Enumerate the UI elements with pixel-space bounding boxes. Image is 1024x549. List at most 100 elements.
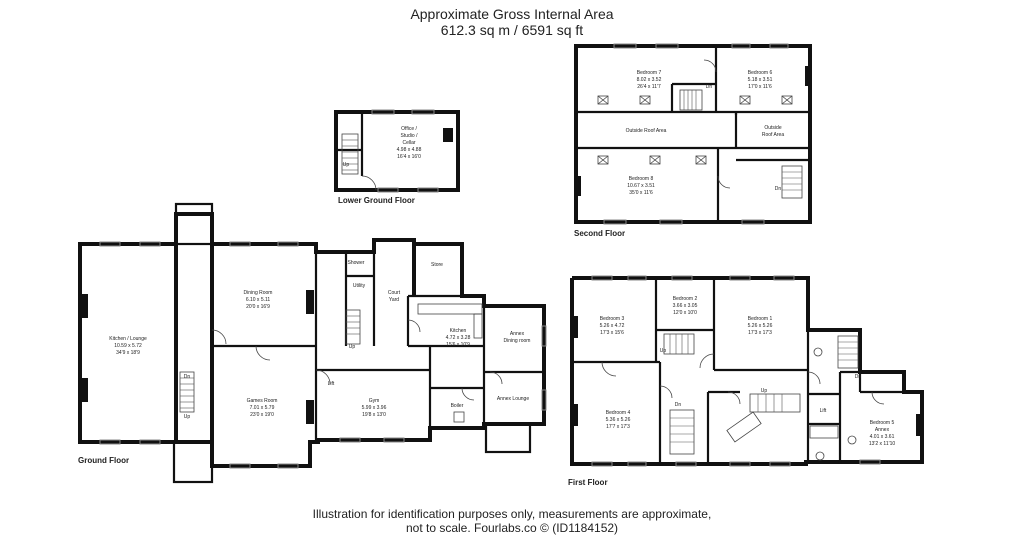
outside-roof-area-label: Outside Roof Area <box>626 128 667 134</box>
gym-name: Gym <box>369 398 380 404</box>
ground-floor-label: Ground Floor <box>78 456 130 465</box>
ground-stairs <box>179 309 361 413</box>
bedroom2-imperial: 12'0 x 10'0 <box>673 310 697 316</box>
gym-metric: 5.99 x 3.96 <box>362 405 387 411</box>
bedroom4-name: Bedroom 4 <box>606 410 631 416</box>
outside-roof-area-2-line1: Outside <box>764 125 781 131</box>
bedroom7-name: Bedroom 7 <box>637 70 662 76</box>
bedroom1-metric: 5.26 x 5.26 <box>748 323 773 329</box>
first-lift-label: Lift <box>820 408 827 414</box>
room-court-yard-2: Yard <box>389 297 399 303</box>
room-office: Office / Studio / Cellar 4.98 x 4.88 16'… <box>397 126 422 160</box>
room-bedroom-2: Bedroom 2 3.66 x 3.05 12'0 x 10'0 <box>673 296 698 316</box>
ground-stair-up-mark-2: Up <box>349 344 356 350</box>
first-stair-up-mark-2: Up <box>761 388 768 394</box>
ground-stair-dn-mark: Dn <box>184 374 191 380</box>
lower-ground-stairs <box>341 133 359 175</box>
first-floor-label: First Floor <box>568 478 608 487</box>
games-room-imperial: 23'0 x 19'0 <box>250 412 274 418</box>
bedroom7-metric: 8.02 x 3.52 <box>637 77 662 83</box>
dining-room-metric: 6.10 x 5.11 <box>246 297 271 303</box>
room-boiler: Boiler <box>451 403 464 409</box>
cellar-door-swing <box>361 175 377 191</box>
outside-roof-area-2-line2: Roof Area <box>762 132 784 138</box>
second-stair-dn-mark: Dn <box>706 84 713 90</box>
room-office-name-1: Office / <box>401 126 417 132</box>
room-bedroom-4: Bedroom 4 5.36 x 5.26 17'7 x 17'3 <box>606 410 631 430</box>
room-office-imperial: 16'4 x 16'0 <box>397 154 421 160</box>
ground-floor-windows <box>99 241 547 469</box>
bedroom7-imperial: 26'4 x 11'7 <box>637 84 661 90</box>
bedroom3-imperial: 17'3 x 15'6 <box>600 330 624 336</box>
bedroom5-annex: Annex <box>875 427 890 433</box>
second-floor-stairs <box>679 89 803 199</box>
room-office-name-3: Cellar <box>402 140 415 146</box>
room-kitchen-lounge: Kitchen / Lounge 10.59 x 5.72 34'9 x 18'… <box>109 336 147 356</box>
bedroom4-imperial: 17'7 x 17'3 <box>606 424 630 430</box>
bedroom2-metric: 3.66 x 3.05 <box>673 303 698 309</box>
bedroom8-name: Bedroom 8 <box>629 176 654 182</box>
room-annex-lounge: Annex Lounge <box>497 396 529 402</box>
first-floor-stairs <box>663 333 859 455</box>
second-floor-skylights <box>597 95 793 165</box>
first-stair-dn-mark: Dn <box>675 402 682 408</box>
kitchen-metric: 4.72 x 3.28 <box>446 335 471 341</box>
room-annex-dining-1: Annex <box>510 331 525 337</box>
second-stair-dn-mark-2: Dn <box>775 186 782 192</box>
disclaimer-line-1: Illustration for identification purposes… <box>312 507 712 521</box>
second-floor-label: Second Floor <box>574 229 626 238</box>
kitchen-lounge-name: Kitchen / Lounge <box>109 336 147 342</box>
room-bedroom-3: Bedroom 3 5.26 x 4.72 17'3 x 15'6 <box>600 316 625 336</box>
games-room-metric: 7.01 x 5.79 <box>250 405 275 411</box>
room-shower: Shower <box>348 260 365 266</box>
bedroom5-name: Bedroom 5 <box>870 420 895 426</box>
room-bedroom-5: Bedroom 5 Annex 4.01 x 3.61 13'2 x 11'10 <box>869 420 896 447</box>
plan-title: Approximate Gross Internal Area <box>410 6 614 22</box>
bedroom2-name: Bedroom 2 <box>673 296 698 302</box>
room-store: Store <box>431 262 443 268</box>
games-room-name: Games Room <box>247 398 278 404</box>
ground-stair-up-mark: Up <box>184 414 191 420</box>
room-bedroom-6: Bedroom 6 5.18 x 3.51 17'0 x 11'6 <box>748 70 773 90</box>
bedroom1-imperial: 17'3 x 17'3 <box>748 330 772 336</box>
room-bedroom-8: Bedroom 8 10.67 x 3.51 35'0 x 11'6 <box>627 176 655 196</box>
bedroom5-metric: 4.01 x 3.61 <box>870 434 895 440</box>
kitchen-name: Kitchen <box>450 328 467 334</box>
room-office-metric: 4.98 x 4.88 <box>397 147 422 153</box>
room-bedroom-7: Bedroom 7 8.02 x 3.52 26'4 x 11'7 <box>637 70 662 90</box>
bedroom3-name: Bedroom 3 <box>600 316 625 322</box>
dining-room-imperial: 20'0 x 16'9 <box>246 304 270 310</box>
room-annex-dining-2: Dining room <box>504 338 531 344</box>
room-utility: Utility <box>353 283 366 289</box>
room-games-room: Games Room 7.01 x 5.79 23'0 x 19'0 <box>247 398 278 418</box>
bedroom8-imperial: 35'0 x 11'6 <box>629 190 653 196</box>
bedroom3-metric: 5.26 x 4.72 <box>600 323 625 329</box>
second-floor-plan: Dn Dn Bedroom 7 8.02 x 3.52 26'4 x 11'7 … <box>574 43 812 225</box>
kitchen-imperial: 15'6 x 10'9 <box>446 342 470 348</box>
disclaimer-line-2: not to scale. Fourlabs.co © (ID1184152) <box>405 521 619 535</box>
room-court-yard-1: Court <box>388 290 401 296</box>
bedroom8-metric: 10.67 x 3.51 <box>627 183 655 189</box>
lower-ground-windows <box>371 109 439 193</box>
gym-imperial: 19'8 x 13'0 <box>362 412 386 418</box>
ground-lift-label: Lift <box>328 381 335 387</box>
room-bedroom-1: Bedroom 1 5.26 x 5.26 17'3 x 17'3 <box>748 316 773 336</box>
first-floor-plan: Up Dn Up Dn Lift Bedroom 3 5.26 x 4.72 1… <box>570 275 924 467</box>
ground-floor-outline <box>78 242 176 444</box>
bedroom6-imperial: 17'0 x 11'6 <box>748 84 772 90</box>
bedroom4-metric: 5.36 x 5.26 <box>606 417 631 423</box>
kitchen-lounge-metric: 10.59 x 5.72 <box>114 343 142 349</box>
room-dining-room: Dining Room 6.10 x 5.11 20'0 x 16'9 <box>244 290 273 310</box>
lower-ground-floor-plan: Up Office / Studio / Cellar 4.98 x 4.88 … <box>334 109 460 193</box>
lower-ground-floor-label: Lower Ground Floor <box>338 196 415 205</box>
gross-area: 612.3 sq m / 6591 sq ft <box>440 22 584 38</box>
second-floor-outline <box>574 44 812 224</box>
first-stair-dn-mark-2: Dn <box>855 374 862 380</box>
first-floor-windows <box>591 275 881 467</box>
ground-floor-plan: Dn Up Up Lift Kitchen / Lounge 10.59 x 5… <box>78 202 547 484</box>
second-floor-windows <box>603 43 789 225</box>
bedroom1-name: Bedroom 1 <box>748 316 773 322</box>
room-kitchen: Kitchen 4.72 x 3.28 15'6 x 10'9 <box>446 328 471 348</box>
dining-room-name: Dining Room <box>244 290 273 296</box>
